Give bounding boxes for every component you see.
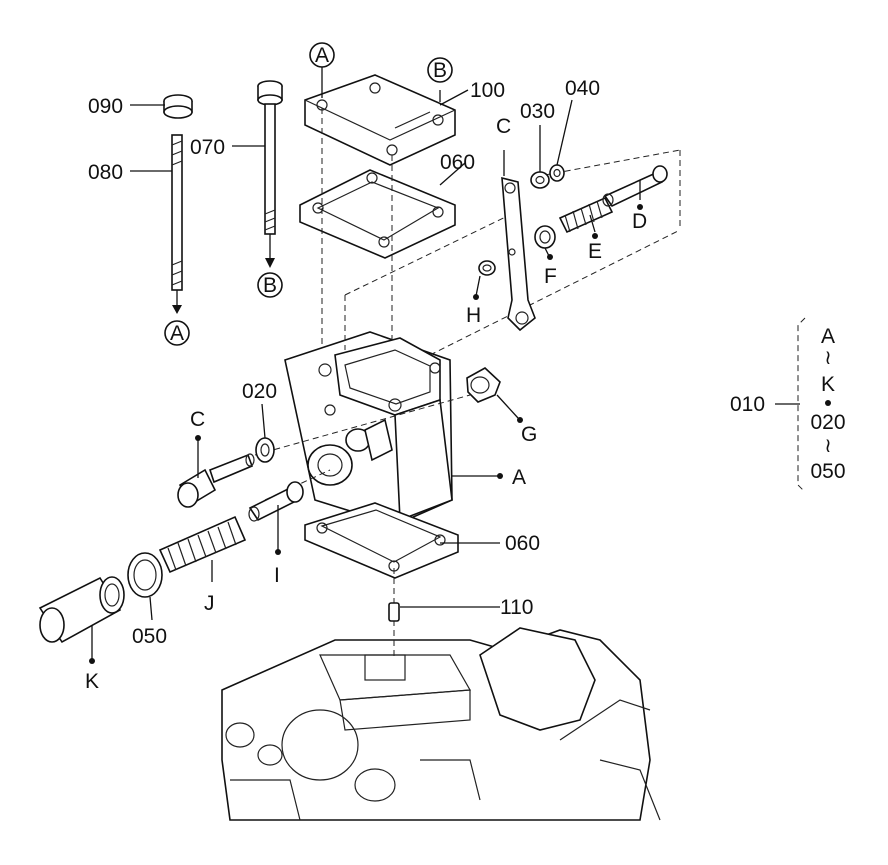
lever-c-drawing (501, 150, 536, 332)
kit-legend-to-letter: K (821, 373, 835, 396)
ref-letter-e: E (588, 240, 602, 263)
kit-legend-tilde-1: ≀ (824, 347, 832, 369)
label-110: 110 (500, 596, 533, 619)
kit-legend-tilde-2: ≀ (824, 435, 832, 457)
kit-bracket (797, 317, 806, 493)
washer-020-drawing (255, 437, 275, 463)
ref-letter-f: F (544, 265, 557, 288)
stud-080-drawing (163, 94, 193, 314)
nut-040-drawing (549, 164, 565, 182)
label-080: 080 (88, 161, 123, 184)
spring-j-drawing (158, 515, 247, 574)
cap-f-drawing (534, 225, 556, 249)
bolt-c-left-drawing (177, 453, 255, 508)
washer-030-drawing (530, 171, 550, 189)
rod-d-drawing (602, 165, 668, 208)
circled-ref-a-top: A (309, 42, 335, 68)
label-010: 010 (730, 393, 765, 416)
bushing-h-drawing (478, 260, 496, 276)
ref-letter-h: H (466, 304, 481, 327)
part-number-labels: 090 080 070 100 060 030 040 020 060 110 … (88, 77, 765, 648)
governor-housing-drawing (284, 331, 453, 526)
pin-110-drawing (388, 602, 400, 622)
ref-letter-b-rod: B (263, 274, 277, 297)
ref-letter-i: I (274, 564, 280, 587)
ref-letter-c-top: C (496, 115, 511, 138)
ref-letter-k: K (85, 670, 99, 693)
circled-ref-b-top: B (427, 57, 453, 83)
ref-letter-c-left: C (190, 408, 205, 431)
gasket-060-upper-drawing (299, 169, 456, 259)
pin-i-drawing (248, 481, 304, 522)
label-040: 040 (565, 77, 600, 100)
bolt-070-drawing (257, 80, 283, 268)
kit-legend-to-number: 050 (810, 460, 845, 483)
plug-k-drawing (38, 576, 125, 644)
label-030: 030 (520, 100, 555, 123)
ref-letter-a-top: A (315, 44, 329, 67)
reference-letter-labels: C D E F H G A C I J K (85, 115, 647, 693)
ref-letter-a-rod: A (170, 322, 184, 345)
kit-legend-from-letter: A (821, 325, 835, 348)
ref-letter-a-body: A (512, 466, 526, 489)
ref-letter-j: J (204, 592, 215, 615)
kit-legend: A ≀ K 020 ≀ 050 (810, 325, 845, 483)
washer-050-drawing (127, 552, 163, 598)
label-060-upper: 060 (440, 151, 475, 174)
circled-ref-a-rod: A (164, 320, 190, 346)
ref-letter-g: G (521, 423, 537, 446)
label-100: 100 (470, 79, 505, 102)
spring-e-drawing (558, 196, 614, 234)
gasket-060-lower-drawing (304, 502, 459, 579)
leader-dots (89, 204, 831, 664)
leader-lines (91, 67, 800, 660)
label-070: 070 (190, 136, 225, 159)
kit-legend-from-number: 020 (810, 411, 845, 434)
label-090: 090 (88, 95, 123, 118)
label-020: 020 (242, 380, 277, 403)
cover-plate-100-drawing (304, 74, 456, 166)
ref-letter-d: D (632, 210, 647, 233)
engine-block-drawing (221, 627, 661, 821)
plug-g-drawing (466, 367, 501, 403)
label-060-lower: 060 (505, 532, 540, 555)
circled-ref-b-rod: B (257, 272, 283, 298)
label-050: 050 (132, 625, 167, 648)
ref-letter-b-top: B (433, 59, 447, 82)
